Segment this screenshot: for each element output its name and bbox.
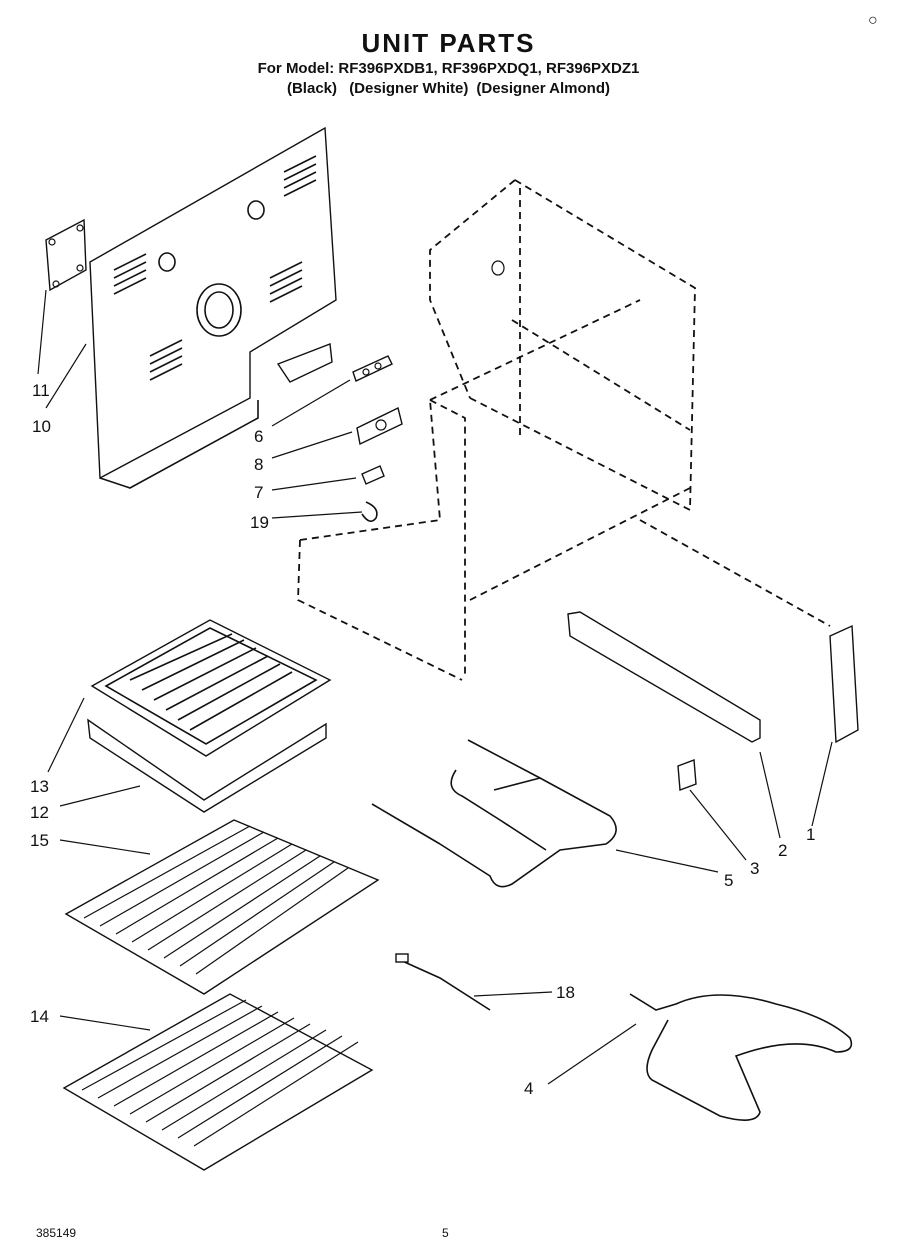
- temperature-sensor: [395, 953, 491, 1011]
- oven-back-panel: [89, 126, 337, 489]
- callout-4: 4: [524, 1079, 533, 1098]
- callout-2: 2: [778, 841, 787, 860]
- broiler-pan: [87, 619, 332, 813]
- gasket-plate: [45, 218, 87, 292]
- corner-mark: ○: [868, 12, 878, 29]
- callout-12: 12: [30, 803, 49, 822]
- broil-element: [371, 739, 617, 888]
- callout-7: 7: [254, 483, 263, 502]
- callout-18: 18: [556, 983, 575, 1002]
- callout-14: 14: [30, 1007, 49, 1026]
- side-trim-parts: [567, 611, 859, 791]
- color-designer-almond: (Designer Almond): [476, 80, 610, 97]
- page-number: 5: [442, 1226, 449, 1240]
- callout-1: 1: [806, 825, 815, 844]
- leader-lines: [37, 289, 833, 1085]
- callout-10: 10: [32, 417, 51, 436]
- model-list: For Model: RF396PXDB1, RF396PXDQ1, RF396…: [257, 60, 640, 77]
- diagram-title: UNIT PARTS: [361, 28, 536, 58]
- callout-13: 13: [30, 777, 49, 796]
- parts-small: [352, 355, 403, 522]
- callout-15: 15: [30, 831, 49, 850]
- callout-3: 3: [750, 859, 759, 878]
- color-designer-white: (Designer White): [349, 80, 469, 97]
- document-code: 385149: [36, 1226, 77, 1240]
- color-list: (Black) (Designer White) (Designer Almond…: [0, 80, 897, 97]
- oven-rack-upper: [64, 819, 380, 995]
- color-black: (Black): [286, 80, 338, 97]
- callout-11: 11: [32, 381, 50, 400]
- oven-rack-lower: [62, 993, 374, 1171]
- callout-19: 19: [250, 513, 269, 532]
- bake-element: [629, 993, 853, 1121]
- range-body-outline: [297, 179, 831, 681]
- callout-8: 8: [254, 455, 263, 474]
- callout-5: 5: [724, 871, 733, 890]
- callout-6: 6: [254, 427, 263, 446]
